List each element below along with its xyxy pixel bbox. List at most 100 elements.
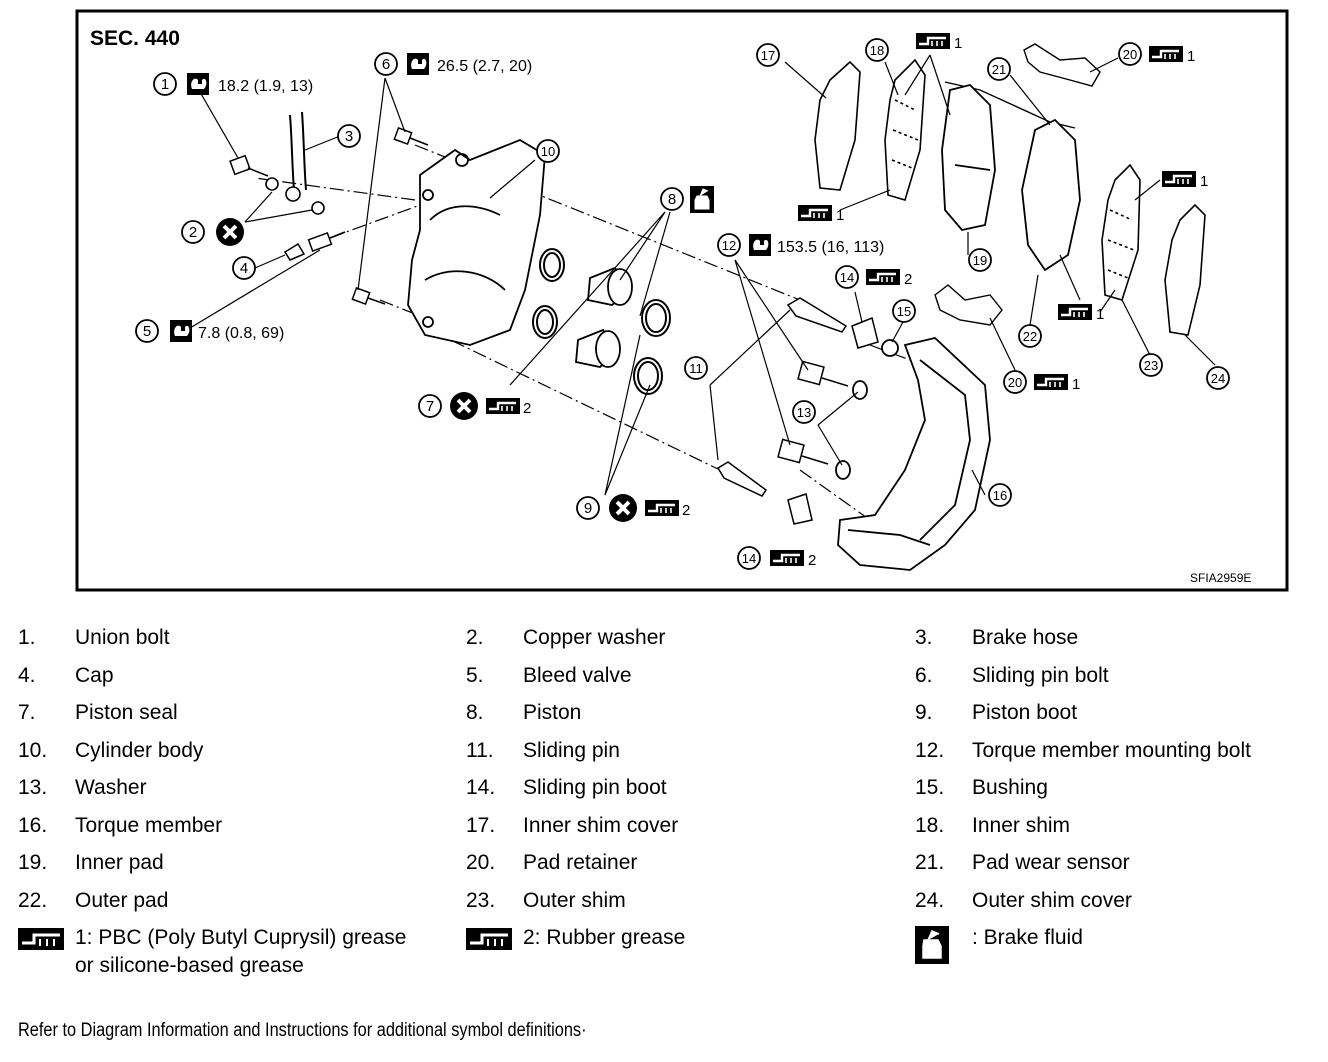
part-number: 20. bbox=[466, 851, 496, 874]
part-number: 1. bbox=[18, 626, 36, 649]
callout-20-upper: 20 bbox=[1118, 42, 1142, 66]
part-number: 9. bbox=[915, 701, 933, 724]
grease-icon bbox=[484, 396, 522, 416]
part-number: 12. bbox=[915, 738, 945, 762]
callout-16: 16 bbox=[988, 483, 1012, 507]
svg-text:15: 15 bbox=[897, 304, 911, 319]
sliding-pin-bolt-parts bbox=[351, 127, 429, 305]
pad-retainer-parts bbox=[934, 43, 1101, 326]
part-name: Pad retainer bbox=[523, 851, 638, 874]
callout-24: 24 bbox=[1206, 366, 1230, 390]
grease-type: 1 bbox=[1096, 306, 1104, 323]
part-number: 13. bbox=[18, 776, 48, 799]
grease-icon bbox=[864, 267, 902, 287]
part-name: Torque member bbox=[75, 813, 223, 837]
inner-shim-cover-part bbox=[814, 60, 861, 191]
svg-text:20: 20 bbox=[1123, 47, 1137, 62]
union-bolt-part bbox=[229, 154, 269, 177]
callout-20-lower: 20 bbox=[1003, 370, 1027, 394]
callout-1: 1 bbox=[153, 72, 177, 96]
part-number: 4. bbox=[18, 663, 36, 687]
do-not-reuse-icon bbox=[214, 216, 246, 248]
piston-parts bbox=[575, 266, 633, 368]
grease-icon bbox=[1032, 372, 1070, 392]
callout-22: 22 bbox=[1018, 324, 1042, 348]
cap-part bbox=[283, 242, 306, 261]
callout-4: 4 bbox=[232, 256, 256, 280]
sliding-pin-parts bbox=[716, 297, 848, 497]
cylinder-body-part bbox=[407, 138, 546, 346]
part-name: Sliding pin boot bbox=[523, 776, 667, 799]
grease-icon bbox=[466, 928, 512, 950]
torque-member-part bbox=[837, 337, 991, 571]
part-number: 10. bbox=[18, 738, 48, 762]
part-name: Cylinder body bbox=[75, 738, 204, 762]
callout-14-lower: 14 bbox=[737, 546, 761, 570]
torque-icon bbox=[749, 234, 771, 256]
svg-text:1: 1 bbox=[161, 76, 169, 93]
part-name: Torque member mounting bolt bbox=[972, 738, 1251, 762]
svg-text:21: 21 bbox=[992, 62, 1006, 77]
outer-shim-part bbox=[1101, 163, 1141, 301]
callout-10: 10 bbox=[536, 139, 560, 163]
part-name: Outer pad bbox=[75, 888, 169, 912]
callout-14-upper: 14 bbox=[835, 265, 859, 289]
callout-12: 12 bbox=[717, 233, 741, 257]
part-number: 6. bbox=[915, 663, 933, 687]
part-number: 7. bbox=[18, 701, 36, 724]
part-name: Inner shim bbox=[972, 813, 1071, 837]
callout-13: 13 bbox=[792, 400, 816, 424]
part-name: Inner pad bbox=[75, 851, 164, 874]
figure-code: SFIA2959E bbox=[1190, 571, 1251, 585]
grease-type: 2 bbox=[808, 552, 816, 569]
torque-icon bbox=[407, 53, 429, 75]
grease-type: 1 bbox=[1187, 48, 1195, 65]
section-label: SEC. 440 bbox=[90, 27, 180, 50]
torque-value-6: 26.5 (2.7, 20) bbox=[437, 58, 532, 75]
part-number: 18. bbox=[915, 813, 945, 837]
grease-1-description-cont: or silicone-based grease bbox=[75, 954, 304, 977]
svg-text:6: 6 bbox=[382, 56, 390, 73]
outer-shim-cover-part bbox=[1164, 203, 1206, 336]
piston-seal-parts bbox=[532, 248, 565, 339]
svg-text:24: 24 bbox=[1211, 371, 1225, 386]
callout-19: 19 bbox=[968, 248, 992, 272]
torque-member-bolt-parts bbox=[777, 360, 849, 465]
svg-text:17: 17 bbox=[761, 48, 775, 63]
svg-text:5: 5 bbox=[143, 323, 151, 340]
grease-2-description: 2: Rubber grease bbox=[523, 926, 686, 949]
inner-shim-part bbox=[884, 58, 926, 201]
part-number: 8. bbox=[466, 701, 484, 724]
callout-23: 23 bbox=[1139, 353, 1163, 377]
grease-icon bbox=[643, 498, 681, 518]
brake-fluid-icon bbox=[690, 186, 714, 213]
grease-type: 1 bbox=[954, 35, 962, 52]
grease-icon bbox=[914, 31, 952, 51]
torque-value-1: 18.2 (1.9, 13) bbox=[218, 78, 313, 95]
part-name: Bleed valve bbox=[523, 663, 632, 687]
svg-text:11: 11 bbox=[689, 361, 703, 376]
grease-type: 2 bbox=[682, 502, 690, 519]
callout-21: 21 bbox=[987, 57, 1011, 81]
torque-icon bbox=[170, 320, 192, 342]
part-name: Union bolt bbox=[75, 626, 170, 649]
grease-icon bbox=[768, 548, 806, 568]
svg-text:7: 7 bbox=[426, 398, 434, 415]
grease-icon bbox=[1147, 44, 1185, 64]
grease-icon bbox=[1056, 302, 1094, 322]
svg-text:10: 10 bbox=[541, 144, 555, 159]
torque-value-12: 153.5 (16, 113) bbox=[777, 239, 884, 256]
part-name: Copper washer bbox=[523, 626, 666, 649]
part-name: Bushing bbox=[972, 776, 1048, 799]
svg-text:8: 8 bbox=[668, 191, 676, 208]
part-number: 2. bbox=[466, 626, 484, 649]
part-number: 15. bbox=[915, 776, 945, 799]
callout-9: 9 bbox=[576, 496, 600, 520]
part-number: 5. bbox=[466, 663, 484, 687]
svg-text:23: 23 bbox=[1144, 358, 1158, 373]
svg-text:18: 18 bbox=[870, 43, 884, 58]
callout-5: 5 bbox=[135, 319, 159, 343]
callout-15: 15 bbox=[892, 299, 916, 323]
callout-2: 2 bbox=[181, 220, 205, 244]
inner-pad-part bbox=[941, 84, 996, 231]
